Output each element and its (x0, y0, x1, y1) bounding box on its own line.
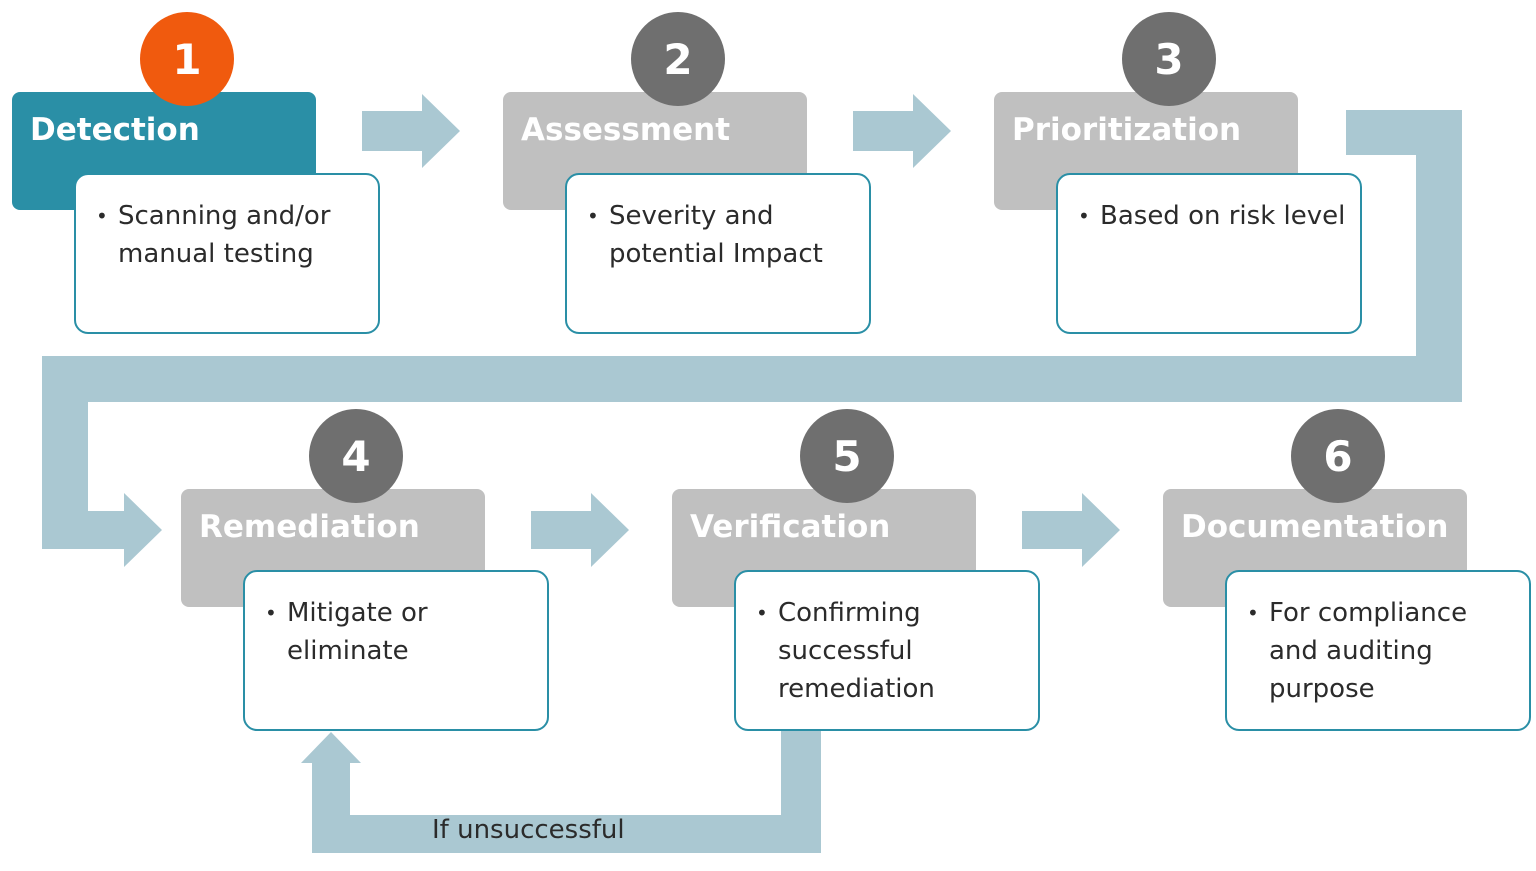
step-5-description: Confirming successful remediation (778, 598, 935, 704)
step-2-description: Severity and potential Impact (609, 201, 823, 269)
bullet-icon: • (587, 204, 599, 228)
arrow-4-to-5 (531, 493, 629, 567)
step-6-number-badge: 6 (1291, 409, 1385, 503)
bullet-icon: • (1247, 601, 1259, 625)
step-1-number-badge: 1 (140, 12, 234, 106)
step-4-description-card: • Mitigate or eliminate (243, 570, 549, 731)
step-1-title: Detection (30, 112, 200, 148)
step-6-description: For compliance and auditing purpose (1269, 598, 1468, 704)
bullet-icon: • (265, 601, 277, 625)
step-2-title: Assessment (521, 112, 731, 148)
step-5-description-card: • Confirming successful remediation (734, 570, 1040, 731)
step-5-number-badge: 5 (800, 409, 894, 503)
step-3-description: Based on risk level (1100, 201, 1346, 231)
step-1-description-card: • Scanning and/or manual testing (74, 173, 380, 334)
bullet-icon: • (1078, 204, 1090, 228)
step-2-number-badge: 2 (631, 12, 725, 106)
step-6-title: Documentation (1181, 509, 1449, 545)
step-4-number-badge: 4 (309, 409, 403, 503)
arrow-verification-to-remediation (301, 729, 821, 853)
bullet-icon: • (756, 601, 768, 625)
step-3-title: Prioritization (1012, 112, 1242, 148)
step-1-description: Scanning and/or manual testing (118, 201, 331, 269)
step-5-title: Verification (690, 509, 891, 545)
step-3-description-card: • Based on risk level (1056, 173, 1362, 334)
step-6-description-card: • For compliance and auditing purpose (1225, 570, 1531, 731)
step-3-number-badge: 3 (1122, 12, 1216, 106)
step-4-description: Mitigate or eliminate (287, 598, 428, 666)
arrow-1-to-2 (362, 94, 460, 168)
loop-label: If unsuccessful (432, 815, 625, 845)
arrow-5-to-6 (1022, 493, 1120, 567)
bullet-icon: • (96, 204, 108, 228)
step-2-description-card: • Severity and potential Impact (565, 173, 871, 334)
step-4-title: Remediation (199, 509, 420, 545)
arrow-2-to-3 (853, 94, 951, 168)
